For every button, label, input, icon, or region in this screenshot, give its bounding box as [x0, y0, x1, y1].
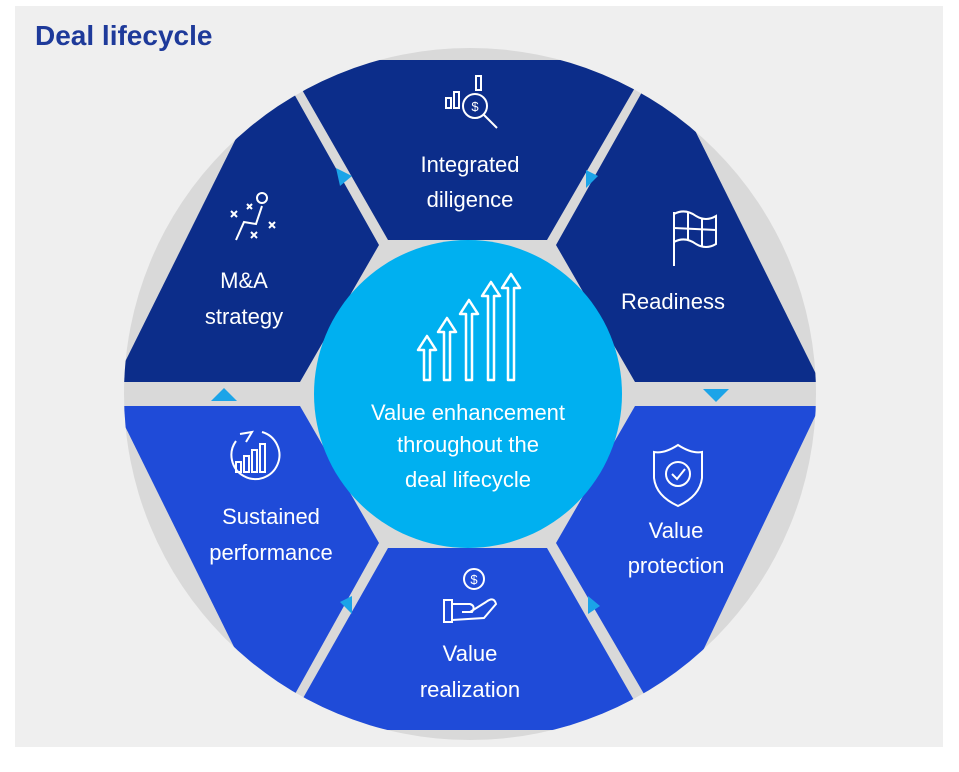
label-protection-line-1: Value	[649, 518, 704, 543]
center-line-1: Value enhancement	[371, 400, 565, 425]
center-line-2: throughout the	[397, 432, 539, 457]
segments-group	[115, 60, 820, 730]
shield-check-icon	[653, 443, 703, 508]
arrow-icon	[588, 596, 600, 614]
segment-integrated-diligence[interactable]	[285, 60, 651, 240]
label-protection-line-2: protection	[628, 553, 725, 578]
arrow-icon	[703, 389, 729, 402]
label-readiness: Readiness	[621, 289, 725, 314]
hand-coin-icon: $	[443, 568, 498, 623]
center-circle	[314, 240, 622, 548]
center-line-3: deal lifecycle	[405, 467, 531, 492]
flag-icon	[673, 210, 717, 266]
arrow-icon	[211, 388, 237, 401]
strategy-play-icon	[230, 192, 276, 241]
label-integrated-line-2: diligence	[427, 187, 514, 212]
connector-arrows	[211, 168, 729, 614]
label-ma-line-1: M&A	[220, 268, 268, 293]
label-ma-line-2: strategy	[205, 304, 283, 329]
label-sustained-line-1: Sustained	[222, 504, 320, 529]
label-realization-line-1: Value	[443, 641, 498, 666]
segment-value-realization[interactable]	[285, 548, 651, 730]
arrow-icon	[340, 596, 352, 614]
segment-value-protection[interactable]	[556, 406, 820, 730]
arrow-icon	[336, 168, 352, 186]
label-realization-line-2: realization	[420, 677, 520, 702]
cycle-bars-icon	[230, 430, 281, 481]
segment-sustained-performance[interactable]	[115, 406, 379, 730]
label-integrated-line-1: Integrated	[420, 152, 519, 177]
rising-arrows-icon	[416, 272, 522, 382]
arrow-icon	[586, 170, 598, 188]
svg-text:$: $	[471, 99, 479, 114]
chart-search-icon: $	[445, 75, 498, 129]
segment-ma-strategy[interactable]	[115, 60, 379, 382]
page-title: Deal lifecycle	[35, 20, 213, 51]
label-sustained-line-2: performance	[209, 540, 333, 565]
svg-text:$: $	[470, 572, 478, 587]
